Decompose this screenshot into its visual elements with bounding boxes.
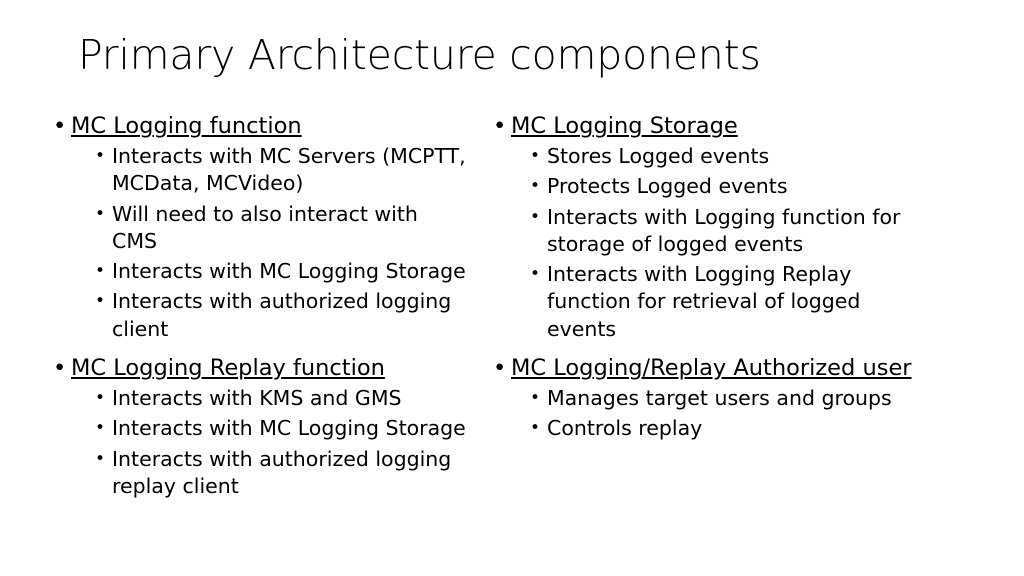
list-item-label: Interacts with Logging function for stor… [547, 204, 901, 256]
bullet-list-right: • MC Logging Storage • Stores Logged eve… [488, 113, 918, 443]
list-item-label: Controls replay [547, 416, 703, 441]
list-item-heading: MC Logging Replay function [71, 354, 385, 381]
bullet-marker-icon: • [530, 176, 541, 197]
list-item-label: Interacts with Logging Replay function f… [547, 262, 861, 341]
list-item-label: Will need to also interact with CMS [112, 201, 418, 253]
bullet-marker-icon: • [95, 448, 106, 469]
list-item-label: Interacts with KMS and GMS [112, 386, 402, 411]
content-column-right: • MC Logging Storage • Stores Logged eve… [488, 113, 918, 445]
list-item-level2: • Interacts with Logging function for st… [488, 204, 918, 259]
sub-bullet-list: • Interacts with KMS and GMS • Interacts… [48, 385, 468, 500]
list-item-level1: • MC Logging Storage [488, 113, 918, 140]
list-item-level2: • Interacts with authorized logging clie… [48, 288, 468, 343]
sub-bullet-list: • Stores Logged events • Protects Logged… [488, 143, 918, 343]
bullet-marker-icon: • [95, 203, 106, 224]
group-spacer [488, 345, 918, 355]
list-item-label: Manages target users and groups [547, 386, 892, 411]
list-item-level2: • Interacts with MC Logging Storage [48, 415, 468, 442]
list-item-label: Interacts with MC Logging Storage [112, 416, 466, 441]
bullet-marker-icon: • [530, 264, 541, 285]
content-column-left: • MC Logging function • Interacts with M… [48, 113, 468, 502]
bullet-marker-icon: • [95, 418, 106, 439]
bullet-marker-icon: • [95, 388, 106, 409]
list-item-level1: • MC Logging function [48, 113, 468, 140]
bullet-marker-icon: • [95, 146, 106, 167]
list-item-level2: • Controls replay [488, 415, 918, 442]
list-item-level2: • Interacts with authorized logging repl… [48, 446, 468, 501]
list-item-heading: MC Logging function [71, 113, 302, 139]
bullet-marker-icon: • [530, 388, 541, 409]
list-item-label: Stores Logged events [547, 144, 770, 169]
group-spacer [48, 345, 468, 355]
list-item-label: Interacts with MC Servers (MCPTT, MCData… [112, 144, 466, 196]
bullet-marker-icon: • [530, 418, 541, 439]
list-item-level2: • Interacts with Logging Replay function… [488, 261, 918, 343]
bullet-marker-icon: • [95, 261, 106, 282]
list-item-level2: • Stores Logged events [488, 143, 918, 170]
list-item-level2: • Protects Logged events [488, 173, 918, 200]
list-item-level1: • MC Logging Replay function [48, 355, 468, 382]
list-item-label: Interacts with MC Logging Storage [112, 259, 466, 284]
bullet-list-left: • MC Logging function • Interacts with M… [48, 113, 468, 500]
list-item-label: Interacts with authorized logging client [112, 289, 452, 341]
bullet-marker-icon: • [53, 354, 67, 381]
list-item-level2: • Interacts with MC Logging Storage [48, 258, 468, 285]
bullet-marker-icon: • [53, 113, 67, 139]
sub-bullet-list: • Interacts with MC Servers (MCPTT, MCDa… [48, 143, 468, 343]
slide-body: • MC Logging function • Interacts with M… [0, 113, 1024, 563]
bullet-marker-icon: • [530, 146, 541, 167]
list-item-level1: • MC Logging/Replay Authorized user [488, 355, 918, 382]
list-item-level2: • Interacts with MC Servers (MCPTT, MCDa… [48, 143, 468, 198]
bullet-marker-icon: • [493, 354, 507, 381]
list-item-level2: • Will need to also interact with CMS [48, 201, 468, 256]
list-item-level2: • Manages target users and groups [488, 385, 918, 412]
list-item-heading: MC Logging Storage [511, 113, 738, 139]
page-title: Primary Architecture components [78, 31, 761, 79]
bullet-marker-icon: • [493, 113, 507, 139]
bullet-marker-icon: • [530, 206, 541, 227]
bullet-marker-icon: • [95, 291, 106, 312]
sub-bullet-list: • Manages target users and groups • Cont… [488, 385, 918, 443]
list-item-heading: MC Logging/Replay Authorized user [511, 354, 912, 381]
list-item-level2: • Interacts with KMS and GMS [48, 385, 468, 412]
list-item-label: Protects Logged events [547, 174, 788, 199]
list-item-label: Interacts with authorized logging replay… [112, 446, 452, 498]
